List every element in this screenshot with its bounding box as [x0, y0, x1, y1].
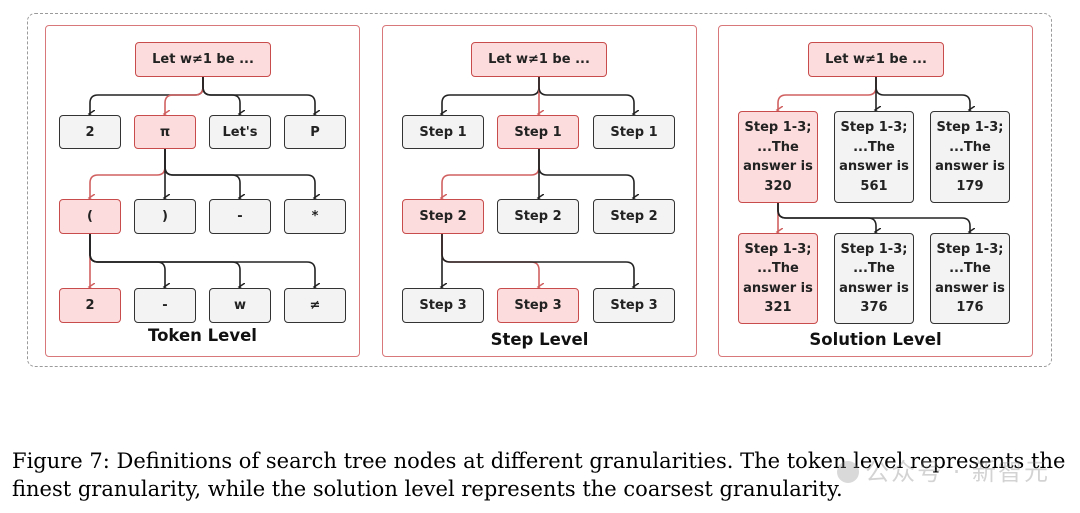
edge-sol-root-left	[778, 77, 877, 110]
step-row3-node: Step 3	[497, 288, 579, 323]
step-row2-node: Step 2	[593, 199, 675, 234]
step-row1-node: Step 1	[593, 115, 675, 149]
solution-row1-node: Step 1-3; ...The answer is 561	[834, 111, 914, 203]
solution-level-title: Solution Level	[809, 330, 942, 349]
token-row3-node: -	[134, 288, 196, 323]
step-row3-node: Step 3	[402, 288, 484, 323]
token-level-panel	[45, 25, 360, 357]
solution-row1-node: Step 1-3; ...The answer is 179	[930, 111, 1010, 203]
edge-step-s1-right	[538, 149, 634, 198]
edge-token-pi-minus	[164, 149, 240, 198]
figure-caption: Figure 7: Definitions of search tree nod…	[12, 449, 1066, 501]
edge-step-s2-mid	[441, 234, 539, 287]
token-row1-node: 2	[59, 115, 121, 149]
edge-step-s2-right	[441, 234, 634, 287]
step-row2-node: Step 2	[402, 199, 484, 234]
edge-step-s1-left	[442, 149, 540, 198]
edge-sol-root-right	[875, 77, 970, 110]
edge-token-pi-star	[164, 149, 315, 198]
edge-token-lparen-neq	[89, 234, 315, 287]
edge-token-root-p	[202, 77, 315, 114]
step-row3-node: Step 3	[593, 288, 675, 323]
edge-token-root-pi	[165, 77, 204, 114]
step-row2-node: Step 2	[497, 199, 579, 234]
edge-token-lparen-minus	[89, 234, 165, 287]
solution-row2-node: Step 1-3; ...The answer is 376	[834, 233, 914, 324]
token-root-node: Let w≠1 be ...	[135, 42, 271, 77]
wechat-icon	[837, 461, 860, 483]
edge-token-pi-lparen	[90, 149, 166, 198]
step-level-panel	[382, 25, 697, 357]
token-row3-node: w	[209, 288, 271, 323]
token-row2-node: -	[209, 199, 271, 234]
step-level-title: Step Level	[490, 330, 589, 349]
token-row1-node: Let's	[209, 115, 271, 149]
step-row1-node: Step 1	[402, 115, 484, 149]
figure-frame	[27, 13, 1052, 367]
solution-level-panel	[718, 25, 1033, 357]
token-row3-node: ≠	[284, 288, 346, 323]
edge-step-root-left	[442, 77, 540, 114]
solution-root-node: Let w≠1 be ...	[808, 42, 944, 77]
token-row2-node: *	[284, 199, 346, 234]
token-row1-node: P	[284, 115, 346, 149]
edge-step-root-right	[538, 77, 634, 114]
solution-row2-node: Step 1-3; ...The answer is 321	[738, 233, 818, 324]
token-row2-node: )	[134, 199, 196, 234]
token-row2-node: (	[59, 199, 121, 234]
edge-sol-320-176	[777, 203, 970, 232]
solution-row2-node: Step 1-3; ...The answer is 176	[930, 233, 1010, 324]
solution-row1-node: Step 1-3; ...The answer is 320	[738, 111, 818, 203]
token-level-title: Token Level	[148, 326, 257, 345]
token-row3-node: 2	[59, 288, 121, 323]
step-row1-node: Step 1	[497, 115, 579, 149]
watermark: 公众号 · 新智元	[837, 452, 1050, 487]
token-row1-node: π	[134, 115, 196, 149]
watermark-text: 公众号 · 新智元	[865, 458, 1050, 486]
step-root-node: Let w≠1 be ...	[471, 42, 607, 77]
